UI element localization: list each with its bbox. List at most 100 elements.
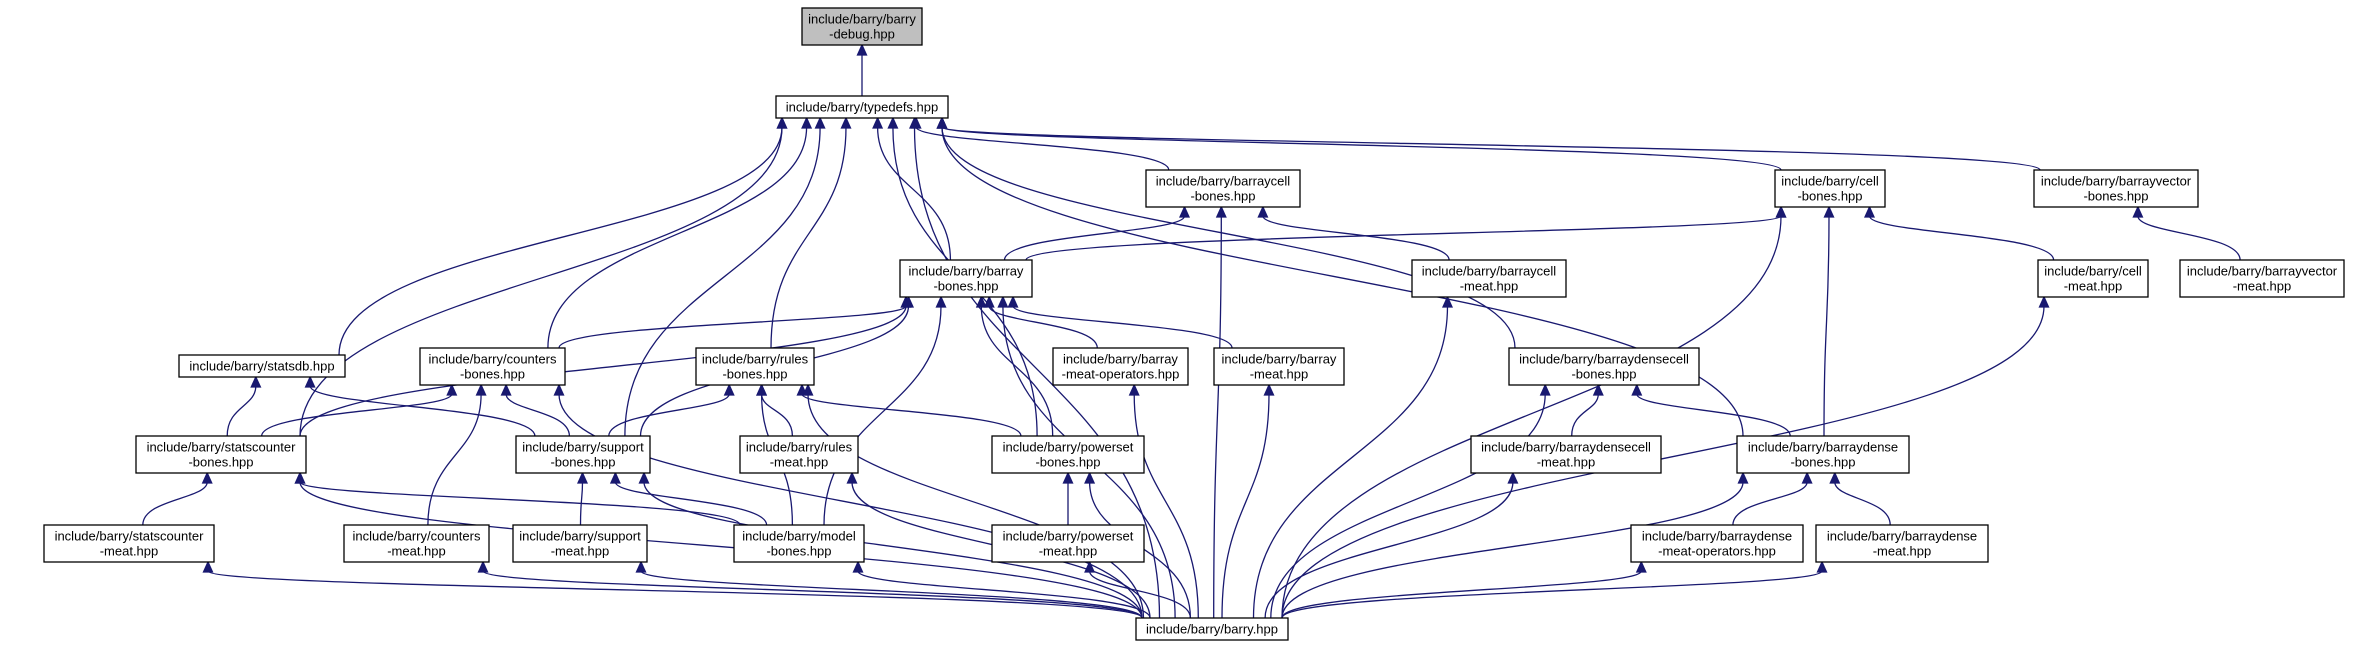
arrowhead [723,383,735,396]
node-statscounter-meat[interactable]: include/barry/statscounter-meat.hpp [43,524,215,563]
node-label-line: -bones.hpp [188,455,253,470]
edge-line [876,126,952,261]
edge-typedefs-to-debug [856,43,868,96]
node-label-line: -debug.hpp [829,27,895,42]
node-box [1774,169,1886,208]
edge-line [801,393,1022,437]
edge-barry-to-barraydense-bones [1281,471,1749,619]
arrowhead [1775,205,1787,218]
arrowhead [872,116,884,129]
node-label-line: include/barry/cell [2044,264,2142,279]
node-barraydensecell-meat[interactable]: include/barry/barraydensecell-meat.hpp [1470,435,1662,474]
node-rules-meat[interactable]: include/barry/rules-meat.hpp [739,435,859,474]
node-box [899,259,1033,298]
node-typedefs[interactable]: include/barry/typedefs.hpp [775,95,949,119]
node-barrayvector-meat[interactable]: include/barry/barrayvector-meat.hpp [2179,259,2345,298]
edge-line [427,393,482,526]
node-barraycell-meat[interactable]: include/barry/barraycell-meat.hpp [1411,259,1567,298]
edge-line [207,570,1143,619]
edge-line [2137,215,2241,261]
node-barraydense-bones[interactable]: include/barry/barraydense-bones.hpp [1736,435,1910,474]
arrowhead [1631,383,1643,396]
node-box [775,95,949,119]
edge-barrayvector-bones-to-typedefs [936,116,2041,171]
node-label-line: include/barry/typedefs.hpp [786,100,938,115]
node-model-bones[interactable]: include/barry/model-bones.hpp [733,524,865,563]
arrowhead [1863,205,1876,218]
node-barrayvector-bones[interactable]: include/barry/barrayvector-bones.hpp [2033,169,2199,208]
edge-barraydense-bones-to-cell-bones [1823,205,1835,437]
arrowhead [2132,205,2144,218]
edge-line [299,305,907,437]
node-counters-bones[interactable]: include/barry/counters-bones.hpp [419,347,566,386]
node-label-line: -bones.hpp [1571,367,1636,382]
edge-line [614,481,768,526]
edge-counters-meat-to-counters-bones [427,383,487,526]
node-label-line: -meat.hpp [2233,279,2292,294]
node-rules-bones[interactable]: include/barry/rules-bones.hpp [695,347,815,386]
node-barraydense-meat[interactable]: include/barry/barraydense-meat.hpp [1815,524,1989,563]
node-barraydensecell-bones[interactable]: include/barry/barraydensecell-bones.hpp [1508,347,1700,386]
node-barray-bones[interactable]: include/barry/barray-bones.hpp [899,259,1033,298]
edge-line [579,481,584,526]
node-barry[interactable]: include/barry/barry.hpp [1135,617,1289,641]
edge-barray-bones-to-barraycell-bones [1003,205,1191,261]
node-statsdb[interactable]: include/barry/statsdb.hpp [178,354,346,378]
edge-line [1281,570,1642,619]
edge-layer [142,43,2241,619]
node-barray-meat-ops[interactable]: include/barry/barray-meat-operators.hpp [1052,347,1189,386]
edge-line [1088,570,1192,619]
node-label-line: -bones.hpp [766,544,831,559]
arrowhead [250,375,262,388]
edge-line [142,481,208,526]
node-label-line: include/barry/barray [1063,352,1178,367]
arrowhead [576,471,589,484]
node-statscounter-bones[interactable]: include/barry/statscounter-bones.hpp [135,435,307,474]
edge-rules-bones-to-typedefs [770,116,852,349]
node-counters-meat[interactable]: include/barry/counters-meat.hpp [343,524,490,563]
edge-powerset-bones-to-rules-bones [796,383,1022,437]
edge-barray-meat-ops-to-barray-bones [983,295,1098,349]
node-debug: include/barry/barry-debug.hpp [801,7,923,46]
node-support-meat[interactable]: include/barry/support-meat.hpp [512,524,648,563]
edge-barry-to-barraycell-bones [1213,205,1227,619]
arrowhead [1084,560,1096,573]
edge-barraydense-meat-ops-to-barraydense-bones [1732,471,1813,526]
edge-model-bones-to-support-bones [609,471,768,526]
arrowhead [202,560,214,573]
edge-line [608,393,730,437]
node-box [178,354,346,378]
arrowhead [852,560,864,573]
node-barraydense-meat-ops[interactable]: include/barry/barraydense-meat-operators… [1630,524,1804,563]
edge-cell-meat-to-cell-bones [1863,205,2055,261]
node-support-bones[interactable]: include/barry/support-bones.hpp [515,435,651,474]
node-label-line: include/barry/barray [1222,352,1337,367]
edge-statscounter-bones-to-typedefs [299,116,788,437]
node-label-line: include/barry/statsdb.hpp [189,359,334,374]
node-cell-meat[interactable]: include/barry/cell-meat.hpp [2037,259,2149,298]
node-box [801,7,923,46]
edge-barry-to-barraydensecell-meat [1264,471,1519,619]
edge-powerset-meat-to-powerset-bones [1062,471,1074,526]
arrowhead [1829,471,1841,484]
edge-barraydensecell-meat-to-barraydensecell-bones [1571,383,1604,437]
node-powerset-bones[interactable]: include/barry/powerset-bones.hpp [991,435,1145,474]
edge-line [770,126,847,349]
node-barray-meat[interactable]: include/barry/barray-meat.hpp [1213,347,1345,386]
arrowhead [936,116,948,129]
node-box [2033,169,2199,208]
node-label-line: -bones.hpp [1797,189,1862,204]
arrowhead [1007,295,1019,308]
arrowhead [1816,560,1828,573]
node-powerset-meat[interactable]: include/barry/powerset-meat.hpp [991,524,1145,563]
edge-statscounter-meat-to-statscounter-bones [142,471,213,526]
node-box [512,524,648,563]
edge-barry-to-statscounter-meat [202,560,1143,619]
node-label-line: include/barry/counters [429,352,557,367]
node-label-line: -bones.hpp [550,455,615,470]
node-cell-bones[interactable]: include/barry/cell-bones.hpp [1774,169,1886,208]
edge-statscounter-bones-to-statsdb [226,375,262,437]
node-barraycell-bones[interactable]: include/barry/barraycell-bones.hpp [1145,169,1301,208]
arrowhead [294,471,306,484]
edge-line [1868,215,2055,261]
